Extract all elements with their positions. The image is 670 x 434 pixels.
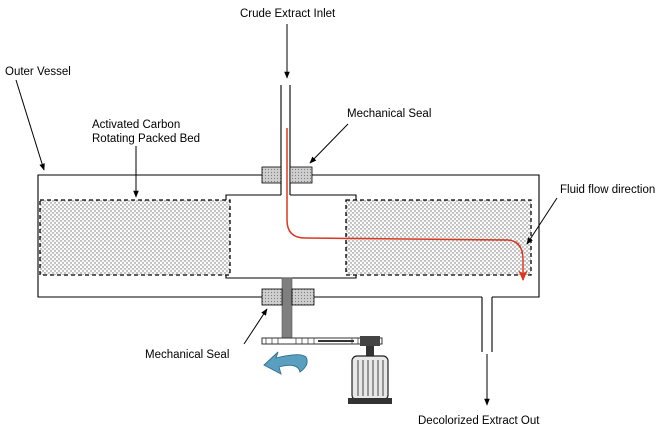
bottom-seal-label: Mechanical Seal [145,349,229,361]
packed-bed-label-line2: Rotating Packed Bed [92,133,200,145]
flow-direction-arrow [526,197,558,245]
bottom-seal-right [291,288,315,306]
outer-vessel [37,174,540,298]
packed-bed-right [345,199,532,276]
bottom-seal-left [261,288,283,306]
top-seal-label: Mechanical Seal [347,108,431,120]
rotor-housing [225,194,357,279]
inlet-label: Crude Extract Inlet [240,8,336,20]
outer-vessel-label: Outer Vessel [5,66,71,78]
outlet-label: Decolorized Extract Out [418,415,540,427]
belt-drive [261,336,383,346]
outer-vessel-arrow [15,79,45,171]
packed-bed-label-line1: Activated Carbon [92,119,180,131]
motor [348,346,392,404]
drive-shaft [281,277,293,345]
rotation-arrow-icon [263,351,308,375]
top-seal-arrow [309,123,349,164]
bottom-seal-arrow [243,308,268,345]
top-seal-right [289,166,313,184]
fluid-flow-path [286,128,528,282]
top-seal-left [261,166,282,184]
flow-direction-label: Fluid flow direction [560,184,655,196]
packed-bed-left [39,199,231,276]
